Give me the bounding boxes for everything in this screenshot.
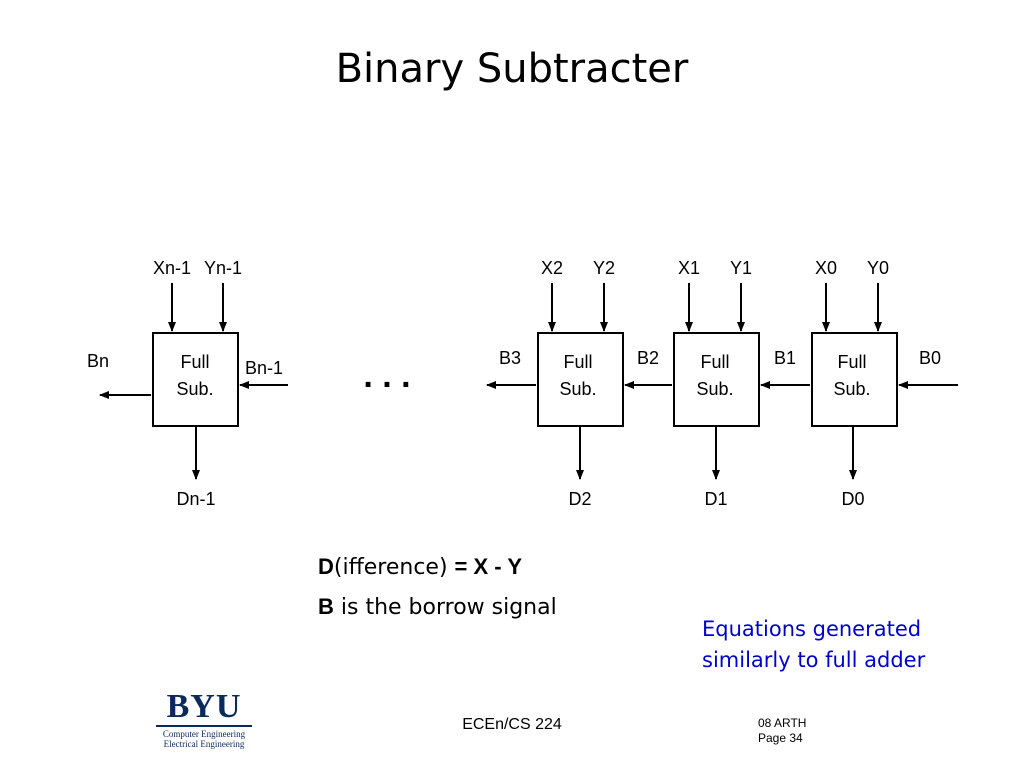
borrow-definition: B is the borrow signal <box>318 594 557 620</box>
logo-subtitle-line2: Electrical Engineering <box>163 739 245 749</box>
logo-divider <box>156 725 252 727</box>
borrow-description: is the borrow signal <box>333 595 557 620</box>
difference-formula: = X - Y <box>454 554 522 579</box>
borrow-in-label: B0 <box>919 348 941 368</box>
borrow-out-label: B3 <box>499 348 521 368</box>
y-input-label: Y1 <box>730 258 752 278</box>
difference-equation: D(ifference) = X - Y <box>318 554 522 580</box>
block-label-line1: Full <box>837 352 866 372</box>
full-subtractor-block-1: Full Sub. X1 Y1 B2 D1 <box>624 258 760 509</box>
note-line1: Equations generated <box>702 617 922 641</box>
difference-symbol: D <box>318 554 334 579</box>
note-line2: similarly to full adder <box>702 648 926 672</box>
difference-output-label: D1 <box>704 489 727 509</box>
block-label-line2: Sub. <box>559 379 596 399</box>
block-label-line2: Sub. <box>176 379 213 399</box>
page-number: Page 34 <box>758 731 803 745</box>
block-label-line2: Sub. <box>696 379 733 399</box>
y-input-label: Y0 <box>867 258 889 278</box>
y-input-label: Y2 <box>593 258 615 278</box>
logo-subtitle-line1: Computer Engineering <box>162 729 246 739</box>
byu-logo-mark: BYU <box>166 688 242 725</box>
x-input-label: X1 <box>678 258 700 278</box>
block-label-line2: Sub. <box>833 379 870 399</box>
difference-output-label: D0 <box>841 489 864 509</box>
full-subtractor-block-0: Full Sub. X0 Y0 B1 B0 D0 <box>760 258 958 509</box>
difference-word: (ifference) <box>333 555 455 580</box>
y-input-label: Yn-1 <box>204 258 242 278</box>
section-label: 08 ARTH <box>758 716 807 730</box>
difference-output-label: Dn-1 <box>176 489 215 509</box>
x-input-label: X2 <box>541 258 563 278</box>
byu-logo: BYU Computer Engineering Electrical Engi… <box>152 690 256 749</box>
full-subtractor-block-2: Full Sub. X2 Y2 B3 D2 <box>486 258 624 509</box>
x-input-label: Xn-1 <box>153 258 191 278</box>
slide-title: Binary Subtracter <box>335 46 689 92</box>
full-subtractor-block-n-1: Full Sub. Xn-1 Yn-1 Bn Bn-1 Dn-1 <box>87 258 288 509</box>
borrow-out-label: B1 <box>774 348 796 368</box>
borrow-in-label: Bn-1 <box>245 358 283 378</box>
borrow-out-label: B2 <box>637 348 659 368</box>
block-label-line1: Full <box>180 352 209 372</box>
ellipsis: . . . <box>363 357 410 395</box>
borrow-out-label: Bn <box>87 351 109 371</box>
x-input-label: X0 <box>815 258 837 278</box>
block-label-line1: Full <box>700 352 729 372</box>
footer-page-info: 08 ARTH Page 34 <box>758 716 806 746</box>
block-label-line1: Full <box>563 352 592 372</box>
difference-output-label: D2 <box>568 489 591 509</box>
borrow-symbol: B <box>318 594 334 619</box>
course-name: ECEn/CS 224 <box>462 716 562 733</box>
equations-note: Equations generated similarly to full ad… <box>702 614 982 676</box>
